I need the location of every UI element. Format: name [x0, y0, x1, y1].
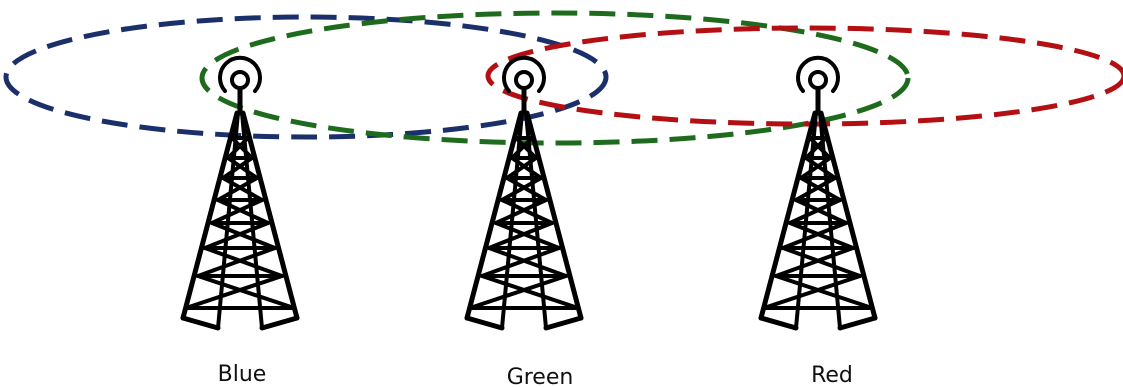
red-coverage-ellipse — [485, 25, 1123, 127]
radio-tower-icon — [761, 58, 875, 328]
coverage-areas — [3, 10, 1123, 146]
tower-label-green: Green — [507, 365, 574, 387]
green-coverage-ellipse — [199, 10, 911, 146]
tower-label-blue: Blue — [218, 362, 267, 387]
tower-red — [761, 58, 875, 328]
tower-label-red: Red — [811, 363, 853, 387]
blue-coverage-ellipse — [3, 14, 609, 140]
tower-blue — [183, 58, 297, 328]
radio-tower-icon — [467, 58, 581, 328]
radio-tower-icon — [183, 58, 297, 328]
tower-green — [467, 58, 581, 328]
